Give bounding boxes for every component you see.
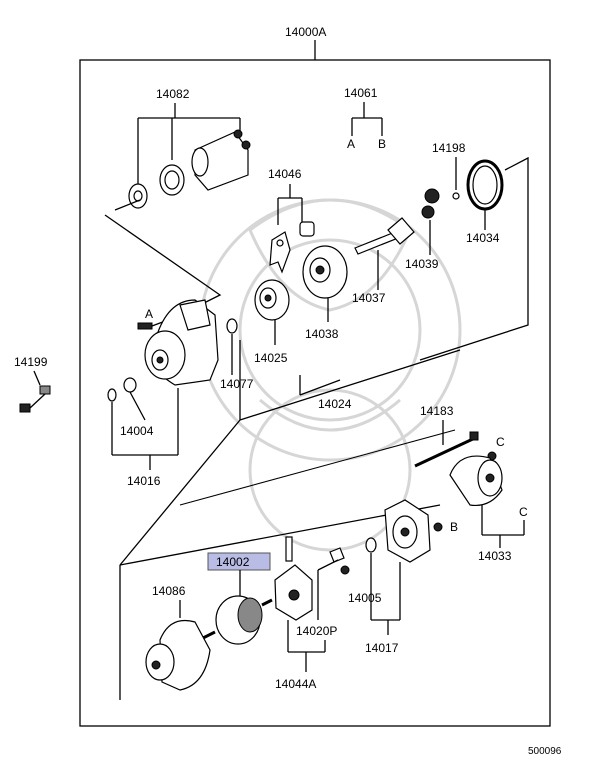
assembly-frame <box>79 40 551 727</box>
label-14004[interactable]: 14004 <box>120 424 154 438</box>
gasket-part-14034[interactable] <box>466 159 504 211</box>
leader-14016 <box>112 388 179 470</box>
brush-spring-part[interactable] <box>329 547 350 575</box>
label-14199[interactable]: 14199 <box>14 355 48 369</box>
label-14061-a: A <box>347 137 355 151</box>
lever-part[interactable] <box>269 221 315 274</box>
label-c-top: C <box>496 435 505 449</box>
label-14033[interactable]: 14033 <box>478 549 512 563</box>
label-14020p[interactable]: 14020P <box>296 624 337 638</box>
pinion-shaft-part[interactable] <box>354 188 440 255</box>
label-14044a[interactable]: 14044A <box>275 677 316 691</box>
bearing-part-14005[interactable] <box>365 537 377 553</box>
watermark-emblem <box>198 198 462 552</box>
label-14016[interactable]: 14016 <box>127 474 161 488</box>
label-14082[interactable]: 14082 <box>156 87 190 101</box>
leader-14061 <box>351 102 383 136</box>
planetary-gear-part[interactable] <box>302 245 348 299</box>
label-14038[interactable]: 14038 <box>305 327 339 341</box>
rear-bracket-part[interactable] <box>449 455 503 507</box>
front-bracket-part[interactable] <box>144 299 219 386</box>
brush-plate-part[interactable] <box>274 536 313 621</box>
label-14037[interactable]: 14037 <box>352 291 386 305</box>
label-14034[interactable]: 14034 <box>466 231 500 245</box>
label-14017[interactable]: 14017 <box>365 641 399 655</box>
part-14198[interactable] <box>452 192 460 200</box>
label-c-side: C <box>519 505 528 519</box>
label-14005[interactable]: 14005 <box>348 591 382 605</box>
bushing-parts-14004[interactable] <box>107 377 137 402</box>
solenoid-switch-part[interactable] <box>128 129 251 209</box>
part-14077[interactable] <box>226 318 238 334</box>
leader-14033 <box>481 505 525 548</box>
assembly-label: 14000A <box>285 25 326 39</box>
through-bolt-part[interactable] <box>19 385 51 413</box>
label-14077[interactable]: 14077 <box>220 377 254 391</box>
label-14198[interactable]: 14198 <box>432 141 466 155</box>
label-14061-b: B <box>378 137 386 151</box>
label-14061[interactable]: 14061 <box>344 86 378 100</box>
label-14024[interactable]: 14024 <box>318 397 352 411</box>
highlight-box-14002 <box>207 552 271 571</box>
leader-14004 <box>111 391 146 455</box>
label-14183[interactable]: 14183 <box>420 404 454 418</box>
leader-14020p <box>317 559 339 620</box>
overrunning-clutch-part[interactable] <box>254 279 290 321</box>
yoke-part[interactable] <box>145 619 211 691</box>
leader-14046 <box>277 184 303 225</box>
label-14002[interactable]: 14002 <box>216 555 250 569</box>
label-14046[interactable]: 14046 <box>268 167 302 181</box>
leader-14024 <box>239 340 461 421</box>
ref-code: 500096 <box>528 746 562 757</box>
armature-part[interactable] <box>202 595 273 645</box>
leader-14044a <box>287 620 326 672</box>
brush-holder-part[interactable] <box>384 499 431 563</box>
label-b-bolt: B <box>450 520 458 534</box>
label-14039[interactable]: 14039 <box>405 257 439 271</box>
label-14025[interactable]: 14025 <box>254 351 288 365</box>
leader-14017 <box>371 562 401 635</box>
long-bolt-part[interactable] <box>414 431 479 468</box>
label-bolt-a: A <box>145 307 153 321</box>
label-14086[interactable]: 14086 <box>152 584 186 598</box>
leader-14082 <box>137 103 241 185</box>
